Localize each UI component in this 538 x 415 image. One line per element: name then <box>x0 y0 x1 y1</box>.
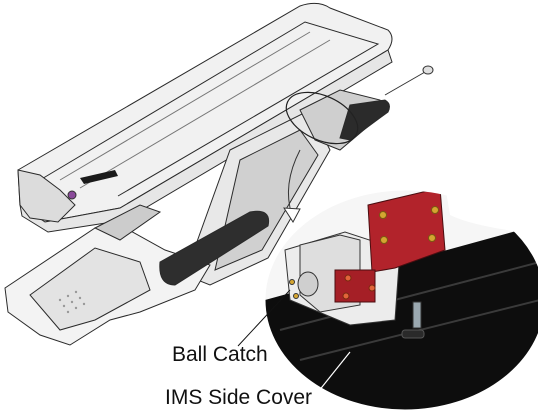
inset-border <box>264 189 538 411</box>
zoom-arrowhead <box>283 207 301 223</box>
slab-slot <box>80 170 118 184</box>
bracket-screws <box>379 206 439 244</box>
detail-bolt <box>384 65 434 96</box>
seat-texture <box>58 290 86 314</box>
cover-clip <box>412 301 422 329</box>
end-fastener <box>67 190 77 200</box>
top-rail-groove <box>39 21 380 197</box>
cover-slot <box>401 329 425 339</box>
ims-side-cover-label: IMS Side Cover <box>165 386 313 409</box>
slab-front-face <box>19 49 393 233</box>
ims-cover-leader <box>317 351 351 393</box>
left-end-block <box>17 169 76 223</box>
front-armrest-dark <box>159 210 270 286</box>
ball-catch-label: Ball Catch <box>172 343 268 366</box>
detail-inset <box>264 189 538 411</box>
ball-catch <box>289 271 319 299</box>
top-rail-groove-2 <box>59 31 331 189</box>
bracket-side <box>334 269 376 303</box>
main-assembly <box>4 2 393 346</box>
orange-screws <box>342 274 376 300</box>
ball-catch-leader <box>237 289 291 347</box>
seat-pan-inner <box>29 247 151 331</box>
seat-connector <box>93 204 162 241</box>
rear-armrest-dark <box>339 99 390 141</box>
ims-side-cover <box>265 230 538 410</box>
magnifier-ellipse <box>285 91 359 145</box>
